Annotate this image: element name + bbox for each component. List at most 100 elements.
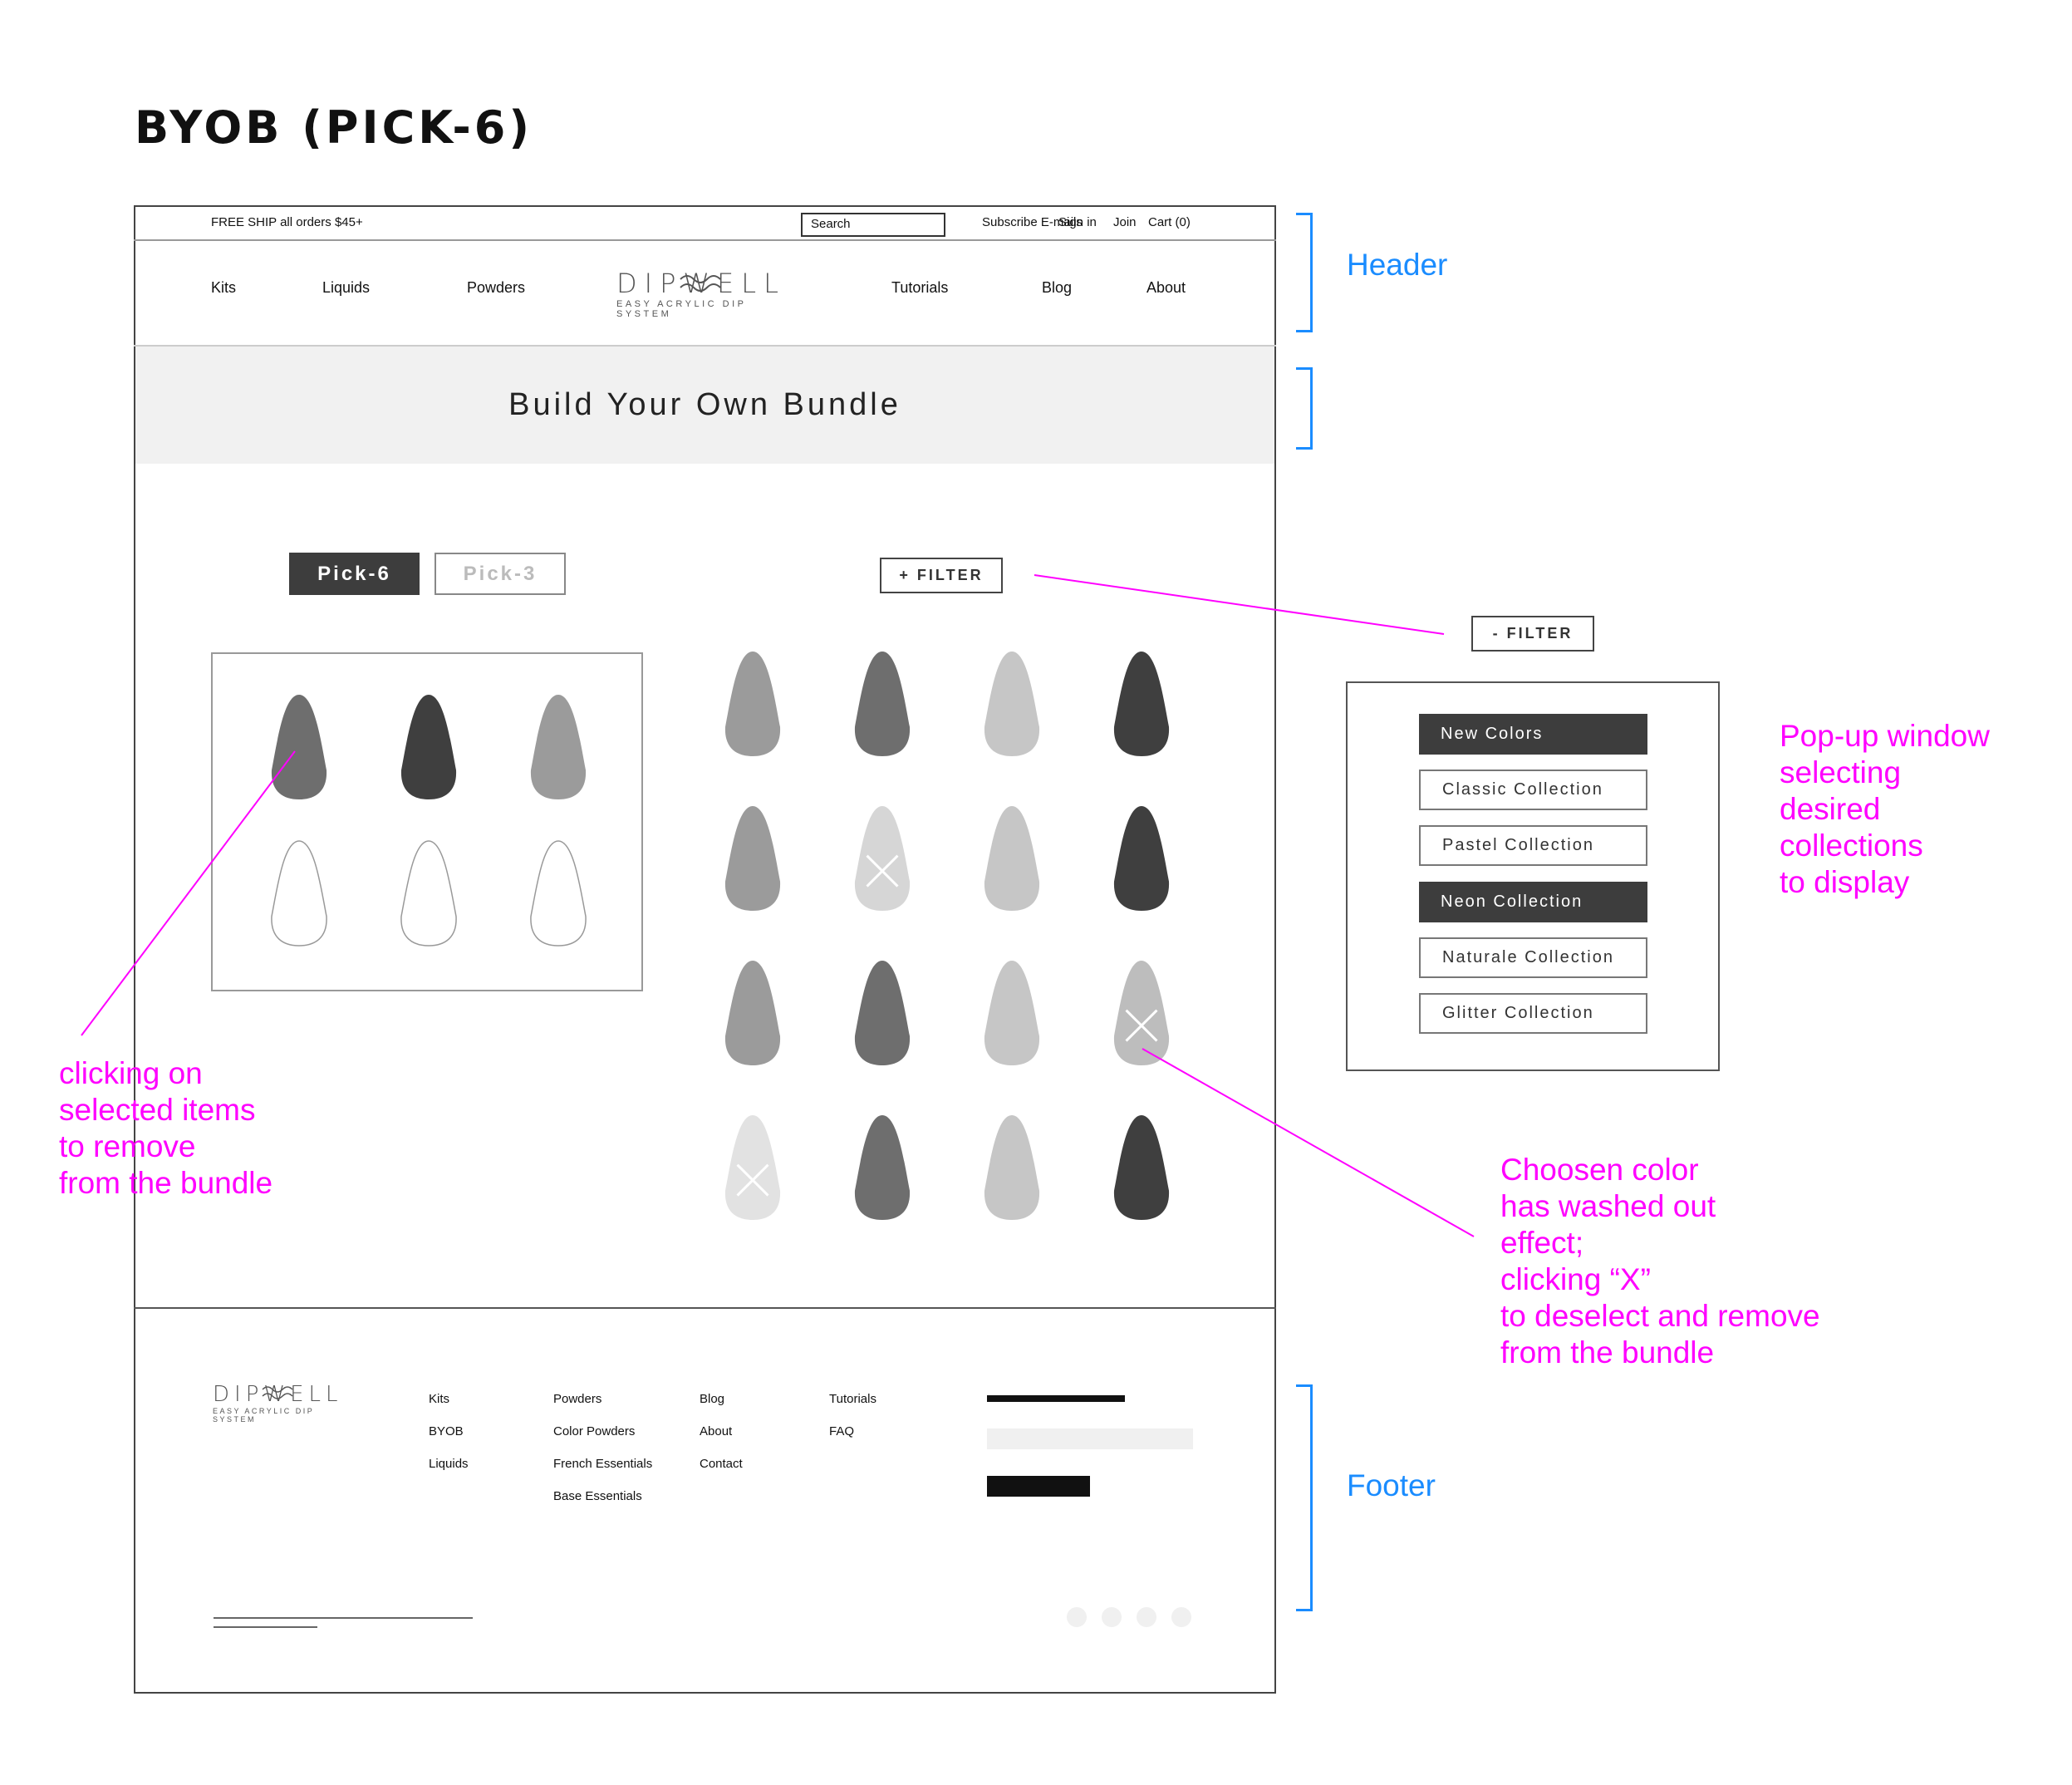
nav-item-blog[interactable]: Blog — [1042, 279, 1073, 296]
tab-pick-3[interactable]: Pick-3 — [435, 553, 566, 595]
nav-item-tutorials[interactable]: Tutorials — [891, 279, 949, 296]
social-icon[interactable] — [1137, 1607, 1156, 1627]
header-logo[interactable]: DIPWELL EASY ACRYLIC DIP SYSTEM — [616, 268, 791, 319]
join-link[interactable]: Join — [1113, 215, 1137, 229]
collection-naturale[interactable]: Naturale Collection — [1419, 937, 1647, 978]
selected-swatch[interactable] — [529, 693, 587, 801]
footer-link-contact[interactable]: Contact — [700, 1457, 743, 1471]
chosen-swatch[interactable] — [853, 804, 911, 912]
social-icon[interactable] — [1067, 1607, 1087, 1627]
footer-logo-text: DIPWELL — [213, 1382, 343, 1407]
footer-logo-wave-icon — [262, 1386, 293, 1399]
color-swatch[interactable] — [1112, 1114, 1171, 1222]
filter-leader-line — [1034, 574, 1445, 635]
remove-leader-line — [81, 750, 296, 1036]
tab-pick-6[interactable]: Pick-6 — [289, 553, 420, 595]
collection-pastel[interactable]: Pastel Collection — [1419, 825, 1647, 866]
footer-link-faq[interactable]: FAQ — [829, 1424, 855, 1438]
annotation-line: selected items — [59, 1093, 256, 1127]
footer-link-blog[interactable]: Blog — [700, 1392, 725, 1406]
footer-link-color-powders[interactable]: Color Powders — [553, 1424, 636, 1438]
wireframe-frame — [134, 205, 1276, 1694]
annotation-line: clicking on — [59, 1056, 203, 1090]
annotation-line: Pop-up window — [1780, 719, 1990, 753]
logo-text: DIPWELL — [616, 268, 786, 299]
search-input[interactable]: Search — [801, 213, 945, 237]
filter-button[interactable]: + FILTER — [880, 558, 1003, 593]
annotation-line: has washed out — [1500, 1189, 1716, 1223]
nav-item-powders[interactable]: Powders — [467, 279, 526, 296]
color-swatch[interactable] — [1112, 650, 1171, 758]
color-swatch[interactable] — [983, 804, 1041, 912]
selected-swatch[interactable] — [400, 693, 458, 801]
footer-link-kits[interactable]: Kits — [429, 1392, 450, 1406]
footer-link-tutorials[interactable]: Tutorials — [829, 1392, 876, 1406]
chosen-leader-line — [1142, 1048, 1475, 1237]
color-swatch[interactable] — [853, 650, 911, 758]
chosen-swatch[interactable] — [1112, 959, 1171, 1067]
footer-link-byob[interactable]: BYOB — [429, 1424, 464, 1438]
annotation-line: from the bundle — [1500, 1335, 1715, 1369]
copyright-line — [214, 1617, 473, 1619]
page-title: BYOB (PICK-6) — [135, 101, 533, 154]
cart-link[interactable]: Cart (0) — [1148, 215, 1191, 229]
footer-annotation: Footer — [1347, 1468, 1436, 1502]
color-swatch[interactable] — [1112, 804, 1171, 912]
promo-text: FREE SHIP all orders $45+ — [211, 215, 363, 229]
nav-item-kits[interactable]: Kits — [211, 279, 237, 296]
empty-slot — [271, 840, 327, 947]
collection-classic[interactable]: Classic Collection — [1419, 770, 1647, 810]
footer-bracket — [1296, 1384, 1313, 1611]
social-icon[interactable] — [1171, 1607, 1191, 1627]
filter-button-open[interactable]: - FILTER — [1471, 616, 1594, 652]
footer-link-base-essentials[interactable]: Base Essentials — [553, 1489, 642, 1503]
logo-tagline: EASY ACRYLIC DIP SYSTEM — [616, 299, 747, 319]
remove-annotation: clicking on selected items to remove fro… — [59, 1055, 273, 1202]
annotation-line: to display — [1780, 865, 1910, 899]
subscribe-link[interactable]: Subscribe E-mails — [982, 215, 1083, 229]
color-swatch[interactable] — [724, 804, 782, 912]
color-swatch[interactable] — [983, 959, 1041, 1067]
newsletter-heading-placeholder — [987, 1395, 1125, 1402]
annotation-line: to remove — [59, 1129, 196, 1163]
hero-title: Build Your Own Bundle — [508, 387, 901, 422]
footer-logo[interactable]: DIPWELL EASY ACRYLIC DIP SYSTEM — [213, 1382, 354, 1424]
selected-swatch[interactable] — [270, 693, 328, 801]
close-icon — [866, 854, 899, 888]
footer-link-french-essentials[interactable]: French Essentials — [553, 1457, 653, 1471]
color-swatch[interactable] — [853, 959, 911, 1067]
footer-link-powders[interactable]: Powders — [553, 1392, 602, 1406]
nav-item-about[interactable]: About — [1146, 279, 1186, 296]
nav-divider — [134, 345, 1276, 347]
collection-neon[interactable]: Neon Collection — [1419, 882, 1647, 922]
chosen-annotation: Choosen color has washed out effect; cli… — [1500, 1152, 1820, 1371]
annotation-line: collections — [1780, 829, 1923, 863]
empty-slot — [400, 840, 457, 947]
social-icon[interactable] — [1102, 1607, 1122, 1627]
footer-logo-tagline: EASY ACRYLIC DIP SYSTEM — [213, 1407, 315, 1424]
color-swatch[interactable] — [983, 1114, 1041, 1222]
annotation-line: selecting — [1780, 755, 1902, 789]
footer-link-about[interactable]: About — [700, 1424, 733, 1438]
close-icon — [736, 1163, 769, 1197]
logo-wave-icon — [680, 275, 721, 292]
color-swatch[interactable] — [724, 650, 782, 758]
footer-link-liquids[interactable]: Liquids — [429, 1457, 469, 1471]
nav-item-liquids[interactable]: Liquids — [322, 279, 371, 296]
collection-new-colors[interactable]: New Colors — [1419, 714, 1647, 755]
color-swatch[interactable] — [724, 959, 782, 1067]
signin-link[interactable]: Sign in — [1058, 215, 1097, 229]
newsletter-submit-button[interactable] — [987, 1476, 1090, 1497]
annotation-line: effect; — [1500, 1226, 1584, 1260]
chosen-swatch[interactable] — [724, 1114, 782, 1222]
footer-divider — [134, 1307, 1276, 1309]
color-swatch[interactable] — [983, 650, 1041, 758]
color-swatch[interactable] — [853, 1114, 911, 1222]
hero-banner — [135, 347, 1274, 464]
annotation-line: desired — [1780, 792, 1881, 826]
close-icon — [1125, 1009, 1158, 1042]
collection-glitter[interactable]: Glitter Collection — [1419, 993, 1647, 1034]
copyright-line-short — [214, 1626, 317, 1628]
newsletter-email-input[interactable] — [987, 1428, 1193, 1449]
selected-tray — [211, 652, 643, 991]
